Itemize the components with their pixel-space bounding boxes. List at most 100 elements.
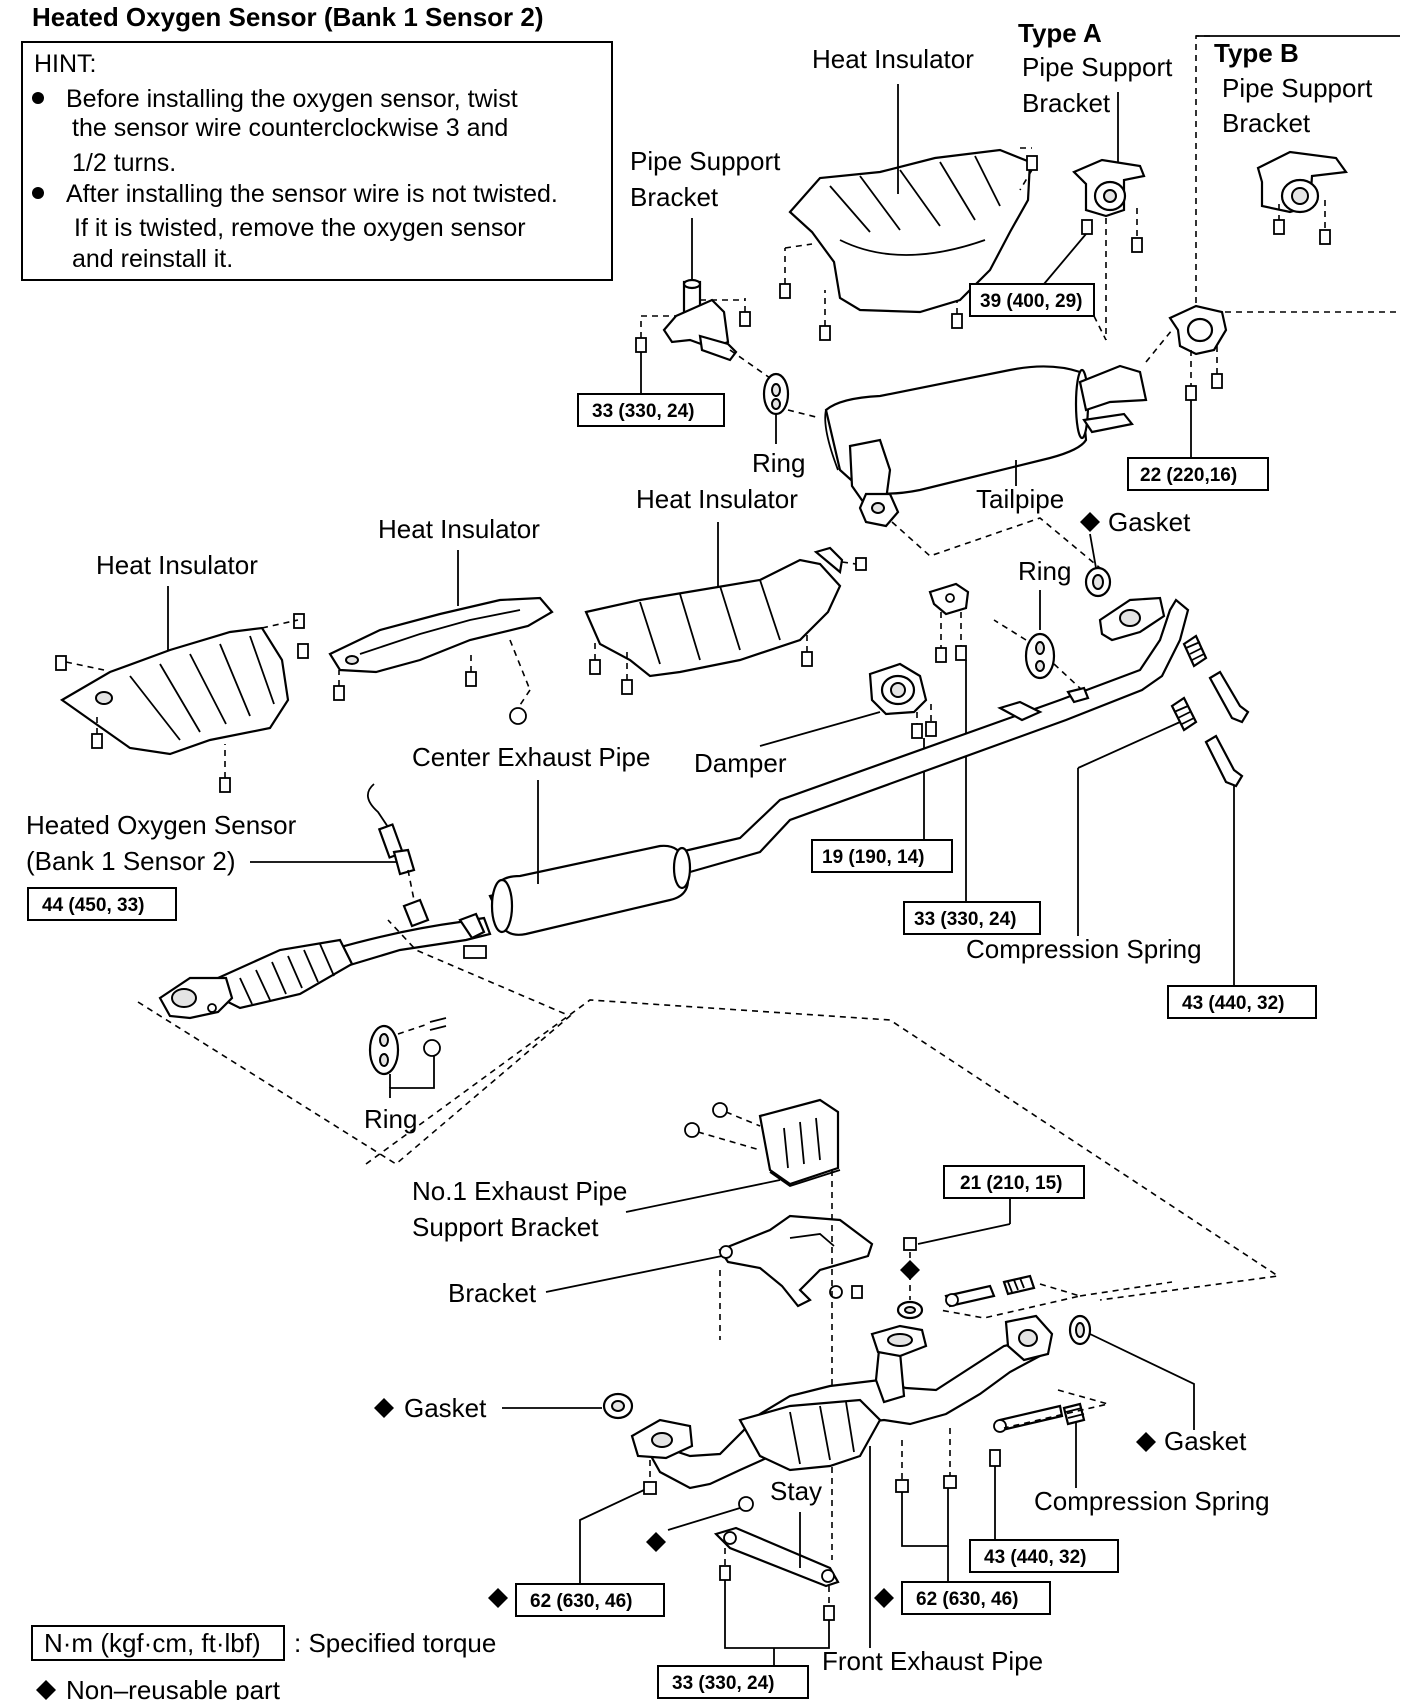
torque-box-44: 44 (450, 33) [27,887,177,921]
ring-lower [368,1017,447,1076]
compression-spring-upper-label: Compression Spring [966,934,1202,964]
heat-insulator-left2 [328,596,554,725]
nonreusable-diamond-icon [874,1588,894,1608]
torque-value: 33 (330, 24) [592,401,694,422]
compression-spring-lower-label: Compression Spring [1034,1486,1270,1516]
legend-torque-box: N·m (kgf·cm, ft·lbf) [44,1628,261,1658]
ring-mid [993,619,1083,691]
tailpipe [824,364,1148,528]
hint-bullet-icon [32,92,44,104]
stay-label: Stay [770,1476,822,1506]
pipe-support-bracket-label: Bracket [630,182,719,212]
hint-line: After installing the sensor wire is not … [66,180,558,208]
damper [868,662,937,739]
heat-insulator-mid [584,546,867,695]
gasket-left-label: Gasket [404,1393,487,1423]
torque-value: 43 (440, 32) [1182,993,1284,1014]
hint-heading: HINT: [34,50,97,78]
torque-value: 62 (630, 46) [916,1589,1018,1610]
nonreusable-diamond-icon [488,1588,508,1608]
hint-bullet-icon [32,187,44,199]
diagram-title: Heated Oxygen Sensor (Bank 1 Sensor 2) [32,2,544,32]
torque-box-39: 39 (400, 29) [969,233,1107,341]
heat-insulator-top [788,148,1032,314]
torque-value: 39 (400, 29) [980,291,1082,312]
torque-box-33-upper: 33 (330, 24) [577,352,725,427]
no1-exhaust-pipe-support-bracket [684,1098,841,1187]
oxygen-sensor-label: (Bank 1 Sensor 2) [26,846,236,876]
type-b-title: Type B [1214,38,1299,68]
compression-spring-lower [993,1389,1109,1433]
torque-value: 22 (220,16) [1140,465,1237,486]
center-exhaust-pipe [158,596,1190,1020]
legend-nonreusable: Non–reusable part [66,1675,281,1700]
gasket-left [602,1392,634,1420]
heat-insulator-left1 [55,613,309,793]
gasket-upper-label: Gasket [1108,507,1191,537]
heat-insulator-mid-label: Heat Insulator [636,484,798,514]
nonreusable-diamond-icon [374,1398,394,1418]
bracket-label: Bracket [448,1278,537,1308]
type-b-label: Bracket [1222,108,1311,138]
legend-torque-desc: : Specified torque [294,1628,496,1658]
type-a-label: Bracket [1022,88,1111,118]
type-b-bracket-icon [1256,150,1348,245]
torque-value: 21 (210, 15) [960,1173,1062,1194]
front-exhaust-pipe-label: Front Exhaust Pipe [822,1646,1043,1676]
top-insulator-bolts [779,147,1038,341]
nonreusable-diamond-icon [900,1260,920,1280]
heat-insulator-left1-label: Heat Insulator [96,550,258,580]
hint-line: If it is twisted, remove the oxygen sens… [74,214,526,242]
gasket-right [1068,1314,1092,1346]
torque-value: 19 (190, 14) [822,847,924,868]
ring-mid-label: Ring [1018,556,1071,586]
bracket [718,1214,874,1308]
gasket-upper [1084,566,1112,598]
tailpipe-label: Tailpipe [976,484,1064,514]
hint-line: the sensor wire counterclockwise 3 and [72,114,508,142]
front-pipe-nuts [643,1428,1001,1495]
hint-box: HINT: Before installing the oxygen senso… [21,41,613,281]
bracket-nut-and-gasket [896,1237,924,1320]
tailpipe-rear-bracket [1145,304,1228,401]
type-a-title: Type A [1018,18,1102,48]
torque-box-33-mid: 33 (330, 24) [903,660,1041,935]
ring-lower-label: Ring [364,1104,417,1134]
torque-value: 62 (630, 46) [530,1591,632,1612]
stay [713,1496,840,1621]
ring-upper-label: Ring [752,448,805,478]
type-a-label: Pipe Support [1022,52,1173,82]
torque-value: 44 (450, 33) [42,895,144,916]
torque-box-62-right: 62 (630, 46) [874,1488,1051,1615]
type-a-bracket [1072,158,1146,340]
ring-upper [729,349,821,419]
center-exhaust-pipe-label: Center Exhaust Pipe [412,742,650,772]
torque-box-43-upper: 43 (440, 32) [1167,786,1317,1019]
torque-box-19: 19 (190, 14) [811,738,953,873]
upper-flange-bolts [1204,670,1250,788]
type-b-label: Pipe Support [1222,73,1373,103]
nonreusable-diamond-icon [646,1532,666,1552]
gasket-right-label: Gasket [1164,1426,1247,1456]
hint-line: 1/2 turns. [72,149,176,177]
compression-spring-upper [1170,634,1208,732]
damper-label: Damper [694,748,787,778]
type-b-box: Type B Pipe Support Bracket [1195,35,1400,313]
oxygen-sensor-label: Heated Oxygen Sensor [26,810,297,840]
torque-box-21: 21 (210, 15) [917,1165,1085,1245]
torque-value: 33 (330, 24) [672,1673,774,1694]
hint-line: and reinstall it. [72,245,233,273]
heated-oxygen-sensor [367,783,416,901]
hint-line: Before installing the oxygen sensor, twi… [66,85,518,113]
torque-value: 43 (440, 32) [984,1547,1086,1568]
pipe-support-bracket-label: Pipe Support [630,146,781,176]
nonreusable-diamond-icon [1080,512,1100,532]
torque-box-22: 22 (220,16) [1127,400,1269,491]
nonreusable-diamond-icon [36,1680,56,1700]
torque-value: 33 (330, 24) [914,909,1016,930]
lower-flange-bolt-spring [939,1274,1084,1319]
pipe-support-bracket [635,278,751,362]
front-exhaust-pipe [630,1314,1054,1490]
heat-insulator-top-label: Heat Insulator [812,44,974,74]
